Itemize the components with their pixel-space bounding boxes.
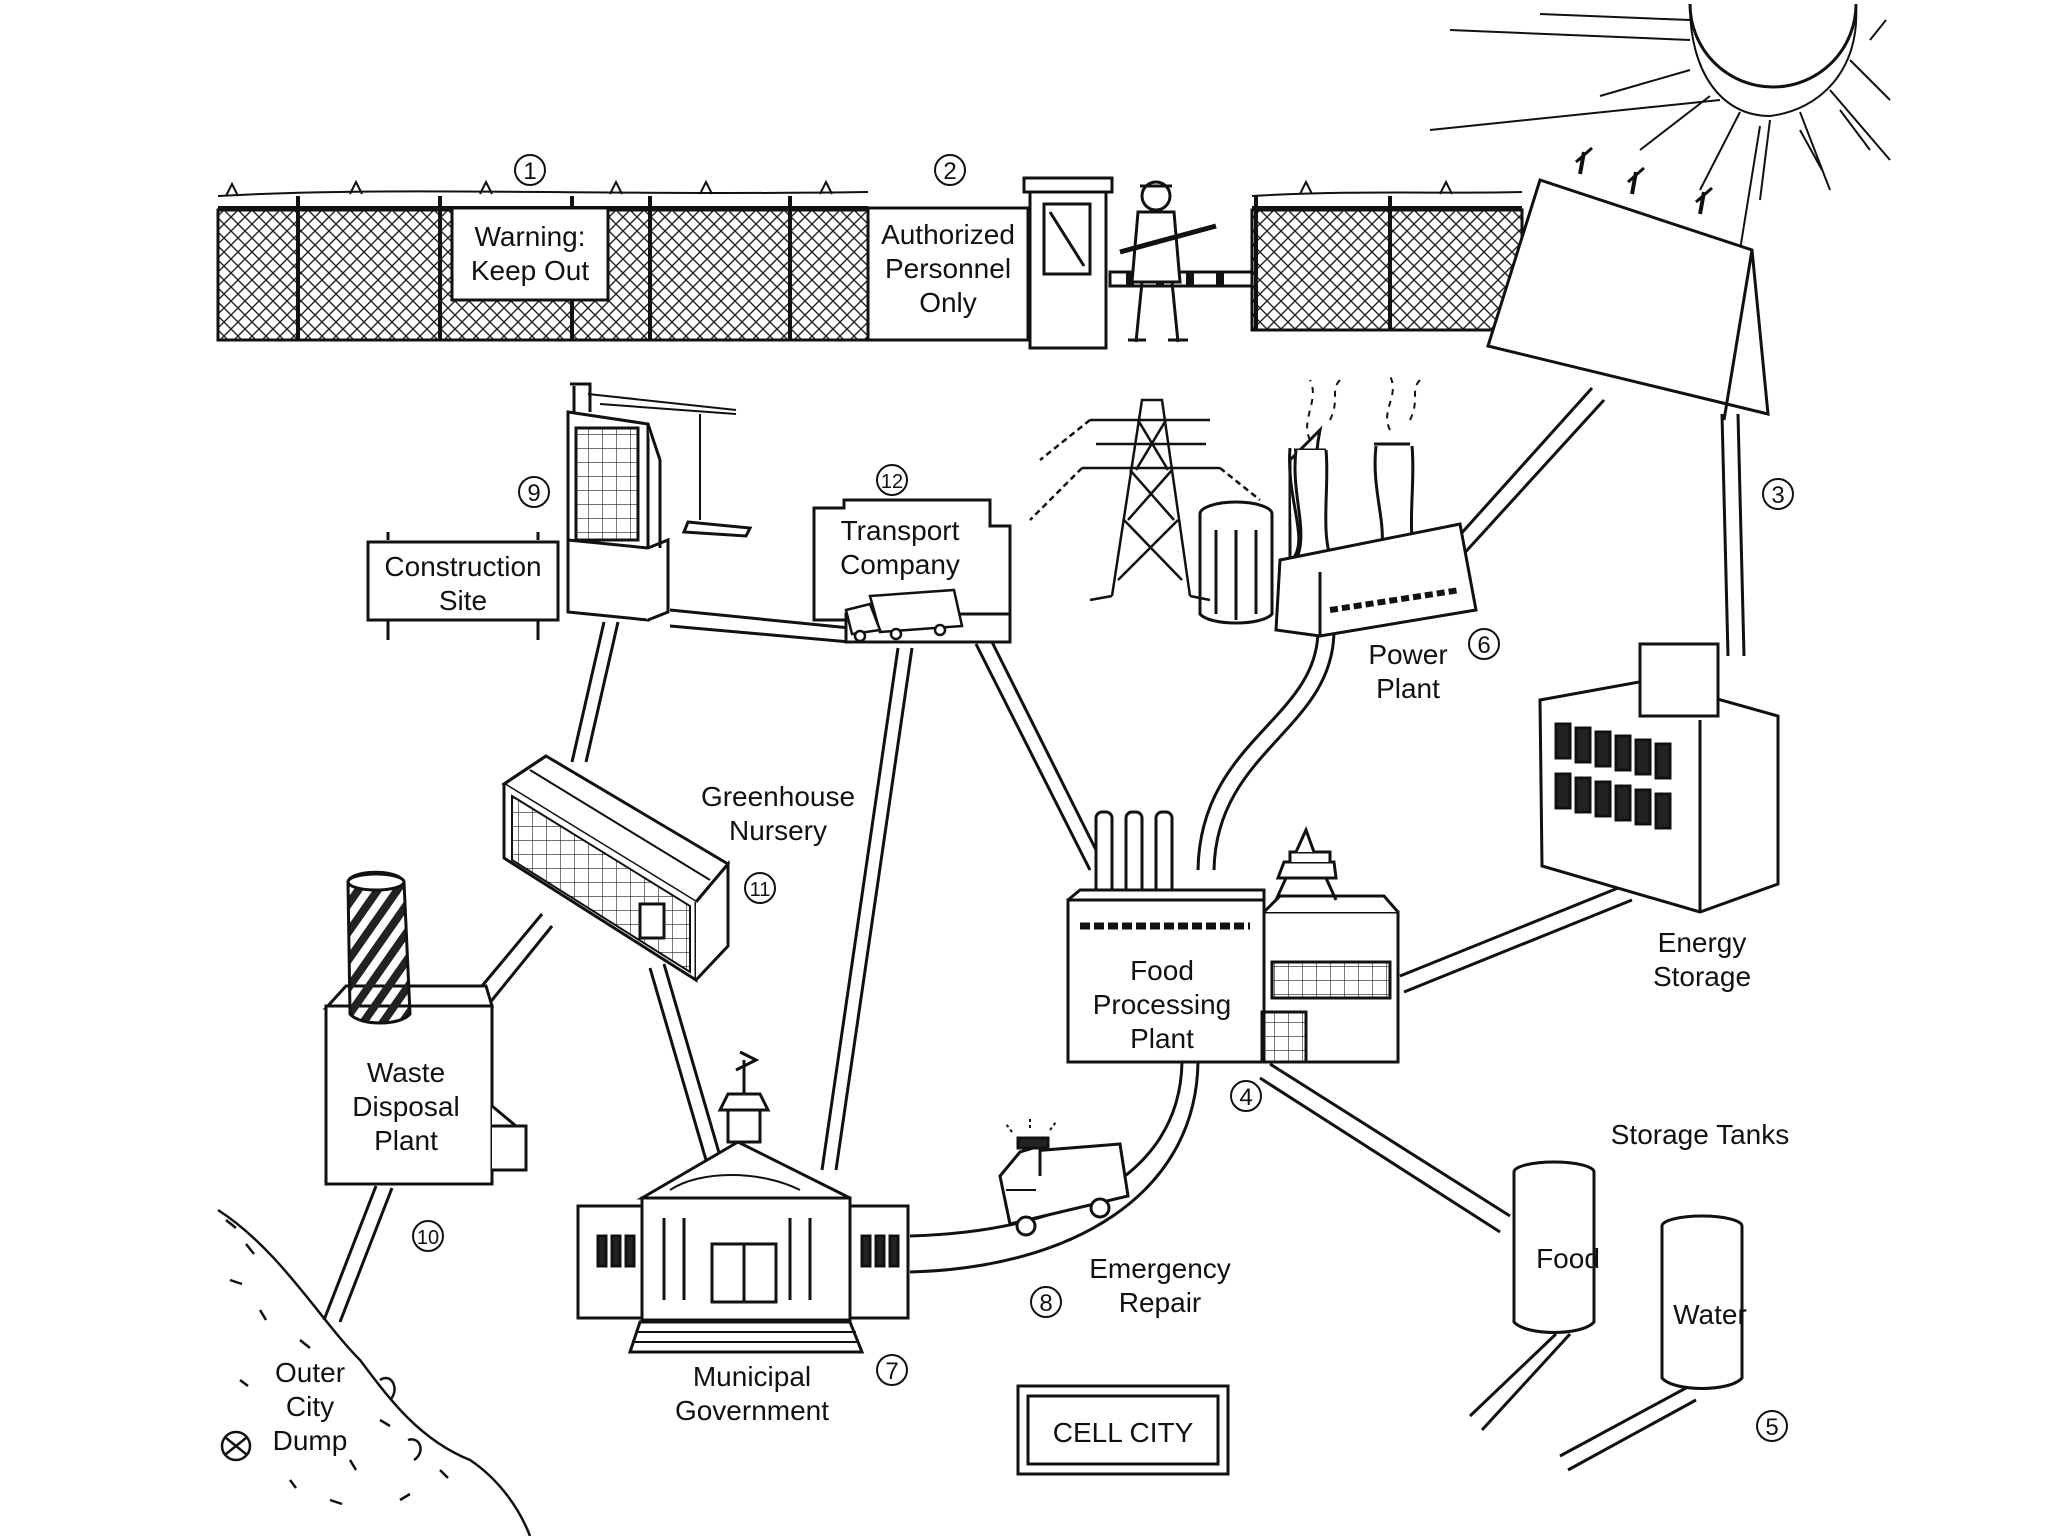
energy-storage-building bbox=[1538, 642, 1780, 914]
authorized-sign-line1: Authorized bbox=[881, 219, 1015, 250]
guard-booth bbox=[1022, 176, 1114, 350]
dump-label: Outer City Dump bbox=[273, 1357, 348, 1456]
transmission-tower bbox=[1029, 398, 1261, 602]
marker-5: 5 bbox=[1756, 1410, 1788, 1442]
emergency-repair-label-line1: Emergency bbox=[1089, 1253, 1231, 1284]
power-plant bbox=[1198, 425, 1478, 638]
marker-10-text: 10 bbox=[417, 1227, 439, 1249]
waste-disposal-label: Waste Disposal Plant bbox=[352, 1057, 459, 1156]
dump-label-line3: Dump bbox=[273, 1425, 348, 1456]
marker-9: 9 bbox=[518, 476, 550, 508]
marker-4: 4 bbox=[1230, 1080, 1262, 1112]
marker-1-text: 1 bbox=[523, 158, 536, 185]
emergency-repair-label: Emergency Repair bbox=[1089, 1253, 1231, 1318]
storage-tank-food bbox=[1512, 1160, 1596, 1334]
authorized-sign-line3: Only bbox=[919, 287, 977, 318]
sun bbox=[1429, 3, 1891, 251]
emergency-repair-label-line2: Repair bbox=[1119, 1287, 1201, 1318]
guard-figure bbox=[1119, 180, 1217, 343]
emergency-repair-truck bbox=[998, 1118, 1130, 1237]
municipal-label-line2: Government bbox=[675, 1395, 829, 1426]
marker-11-text: 11 bbox=[750, 879, 771, 901]
marker-11: 11 bbox=[744, 872, 776, 904]
municipal-government-label: Municipal Government bbox=[675, 1361, 829, 1426]
outer-city-dump bbox=[217, 1208, 532, 1536]
greenhouse-label-line2: Nursery bbox=[729, 815, 827, 846]
marker-7-text: 7 bbox=[885, 1358, 898, 1385]
food-processing-plant bbox=[1066, 810, 1400, 1064]
greenhouse-label: Greenhouse Nursery bbox=[701, 781, 855, 846]
marker-2-text: 2 bbox=[943, 158, 956, 185]
food-processing-label-line2: Processing bbox=[1093, 989, 1232, 1020]
marker-10: 10 bbox=[412, 1220, 444, 1252]
marker-3-text: 3 bbox=[1771, 482, 1784, 509]
dump-label-line2: City bbox=[286, 1391, 334, 1422]
dump-label-line1: Outer bbox=[275, 1357, 345, 1388]
food-processing-label-line3: Plant bbox=[1130, 1023, 1194, 1054]
power-plant-label-line1: Power bbox=[1368, 639, 1447, 670]
number-markers: 1 2 3 4 5 6 7 8 9 10 11 12 bbox=[412, 154, 1794, 1442]
construction-site-sign: Construction Site bbox=[366, 532, 560, 640]
marker-6-text: 6 bbox=[1477, 632, 1490, 659]
cell-city-title: CELL CITY bbox=[1053, 1417, 1194, 1448]
power-plant-label: Power Plant bbox=[1368, 639, 1447, 704]
marker-4-text: 4 bbox=[1239, 1084, 1252, 1111]
food-processing-label-line1: Food bbox=[1130, 955, 1194, 986]
transport-sign-line1: Transport bbox=[841, 515, 960, 546]
authorized-sign-line2: Personnel bbox=[885, 253, 1011, 284]
marker-8: 8 bbox=[1030, 1286, 1062, 1318]
marker-8-text: 8 bbox=[1039, 1290, 1052, 1317]
marker-12: 12 bbox=[876, 464, 908, 496]
cell-city-title-box: CELL CITY bbox=[1016, 1384, 1230, 1476]
energy-storage-label-line2: Storage bbox=[1653, 961, 1751, 992]
greenhouse-nursery bbox=[501, 754, 731, 983]
municipal-label-line1: Municipal bbox=[693, 1361, 811, 1392]
warning-sign: Warning: Keep Out bbox=[450, 206, 610, 302]
steam-puffs bbox=[1306, 375, 1421, 441]
warning-sign-line2: Keep Out bbox=[471, 255, 590, 286]
food-processing-label: Food Processing Plant bbox=[1093, 955, 1232, 1054]
storage-tanks-label: Storage Tanks bbox=[1611, 1119, 1790, 1150]
construction-sign-line1: Construction bbox=[384, 551, 541, 582]
waste-disposal-label-line1: Waste bbox=[367, 1057, 445, 1088]
waste-disposal-label-line2: Disposal bbox=[352, 1091, 459, 1122]
waste-disposal-plant bbox=[322, 870, 528, 1186]
storage-tank-water bbox=[1660, 1214, 1744, 1390]
municipal-government-building bbox=[576, 1050, 910, 1354]
waste-disposal-label-line3: Plant bbox=[374, 1125, 438, 1156]
transport-sign-line2: Company bbox=[840, 549, 960, 580]
food-tank-label: Food bbox=[1536, 1243, 1600, 1274]
energy-storage-label: Energy Storage bbox=[1653, 927, 1751, 992]
marker-2: 2 bbox=[934, 154, 966, 186]
power-plant-label-line2: Plant bbox=[1376, 673, 1440, 704]
warning-sign-line1: Warning: bbox=[474, 221, 585, 252]
marker-7: 7 bbox=[876, 1354, 908, 1386]
marker-9-text: 9 bbox=[527, 480, 540, 507]
solar-collector bbox=[1486, 146, 1770, 421]
connection-pipes bbox=[322, 386, 1746, 1472]
greenhouse-label-line1: Greenhouse bbox=[701, 781, 855, 812]
marker-3: 3 bbox=[1762, 478, 1794, 510]
construction-crane bbox=[566, 382, 753, 622]
energy-storage-label-line1: Energy bbox=[1658, 927, 1747, 958]
marker-6: 6 bbox=[1468, 628, 1500, 660]
marker-1: 1 bbox=[514, 154, 546, 186]
authorized-sign: Authorized Personnel Only bbox=[866, 206, 1030, 342]
marker-12-text: 12 bbox=[881, 471, 903, 493]
marker-5-text: 5 bbox=[1765, 1414, 1778, 1441]
water-tank-label: Water bbox=[1673, 1299, 1747, 1330]
construction-sign-line2: Site bbox=[439, 585, 487, 616]
transport-truck bbox=[844, 588, 964, 643]
